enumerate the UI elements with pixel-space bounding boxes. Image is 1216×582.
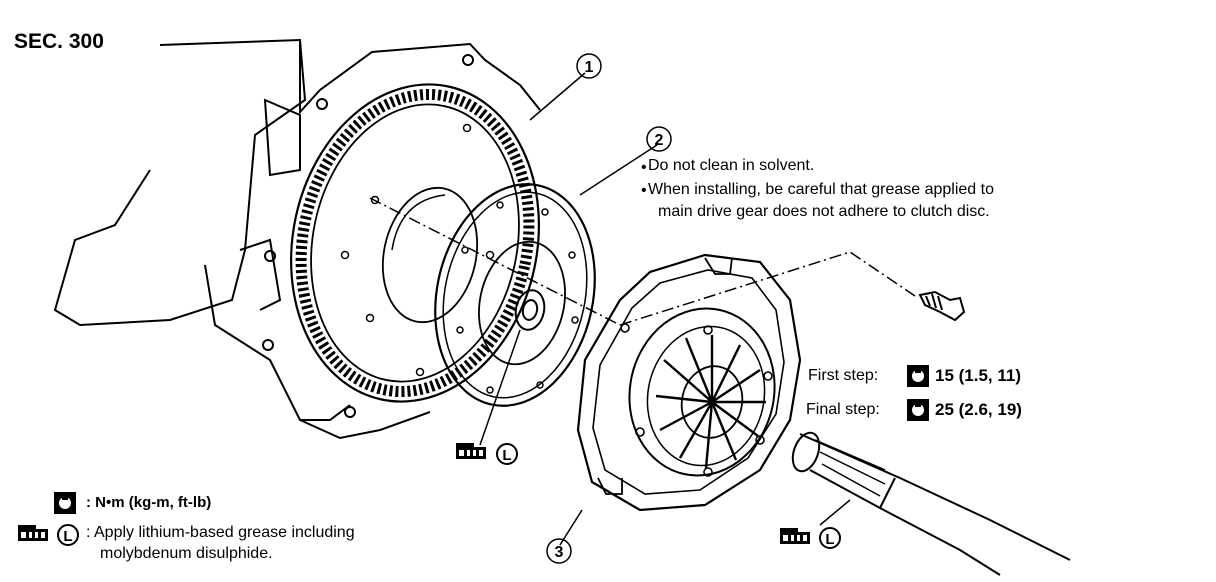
main-drive-gear [791, 431, 1071, 576]
torque-symbol-final [907, 399, 929, 421]
grease-letter-legend: L [63, 528, 72, 545]
first-step-label: First step: [808, 367, 879, 384]
clutch-cover [576, 253, 802, 512]
legend-torque-unit: : N•m (kg-m, ft-lb) [86, 494, 212, 511]
first-step-value: 15 (1.5, 11) [935, 366, 1022, 385]
grease-letter-disc: L [502, 447, 511, 464]
mounting-bolt [918, 290, 966, 322]
grease-symbol-disc [456, 443, 518, 465]
note-bullet-2: • [641, 182, 647, 199]
callout-number-1: 1 [585, 59, 594, 76]
note-line-3: main drive gear does not adhere to clutc… [658, 203, 990, 220]
assembly-centerline [369, 197, 916, 326]
callout-number-2: 2 [655, 132, 664, 149]
final-step-label: Final step: [806, 401, 880, 418]
section-label: SEC. 300 [14, 30, 104, 53]
engine-block [53, 38, 541, 440]
note-bullet-1: • [641, 159, 647, 176]
grease-symbol-shaft [780, 527, 841, 549]
callout-number-3: 3 [555, 544, 564, 561]
torque-symbol-first [907, 365, 929, 387]
note-line-2: When installing, be careful that grease … [648, 181, 994, 198]
legend-grease-line-1: : Apply lithium-based grease including [86, 524, 355, 541]
note-line-1: Do not clean in solvent. [648, 157, 815, 174]
final-step-value: 25 (2.6, 19) [935, 400, 1022, 419]
torque-symbol-legend [54, 492, 76, 514]
legend-grease-line-2: molybdenum disulphide. [100, 545, 273, 562]
grease-letter-shaft: L [825, 531, 834, 548]
grease-symbol-legend [18, 524, 79, 546]
callout-leaders [479, 53, 851, 564]
